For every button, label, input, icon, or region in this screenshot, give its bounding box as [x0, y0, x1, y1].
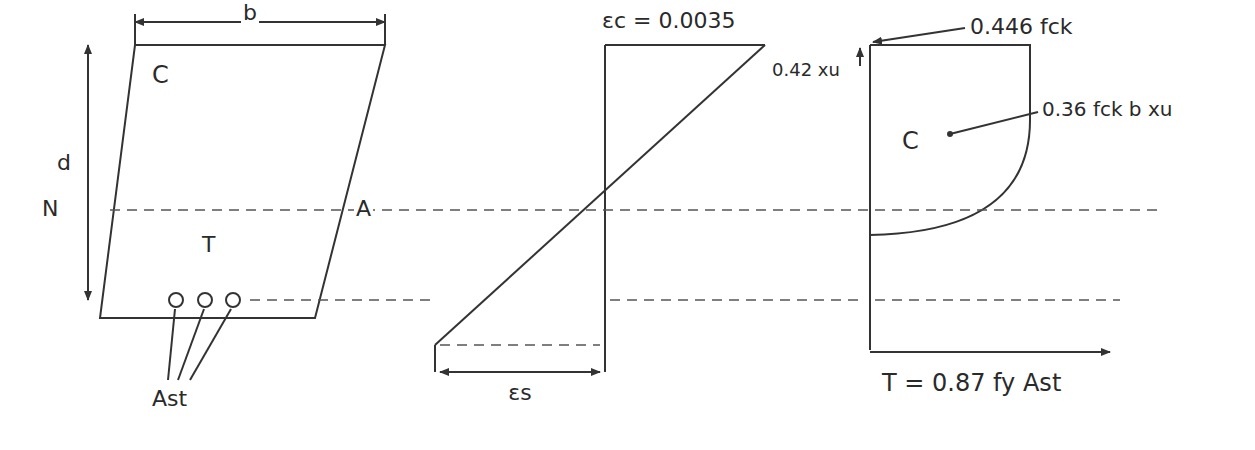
neutral-axis-label: N: [40, 196, 60, 221]
steel-strain-label: εs: [506, 380, 533, 405]
depth-label: d: [55, 150, 73, 175]
width-label: b: [241, 0, 259, 25]
lever-arm-label: 0.42 xu: [770, 60, 842, 81]
compression-zone-label: C: [150, 62, 171, 90]
tension-zone-label: T: [200, 232, 217, 257]
steel-area-label: Ast: [150, 386, 189, 411]
neutral-axis-label: A: [354, 196, 373, 221]
concrete-strain-label: εc = 0.0035: [600, 8, 737, 33]
tension-force-label: T = 0.87 fy Ast: [880, 370, 1063, 398]
compression-force-label: C: [900, 128, 921, 156]
compression-force-value: 0.36 fck b xu: [1040, 98, 1174, 121]
stress-label: 0.446 fck: [968, 14, 1075, 39]
